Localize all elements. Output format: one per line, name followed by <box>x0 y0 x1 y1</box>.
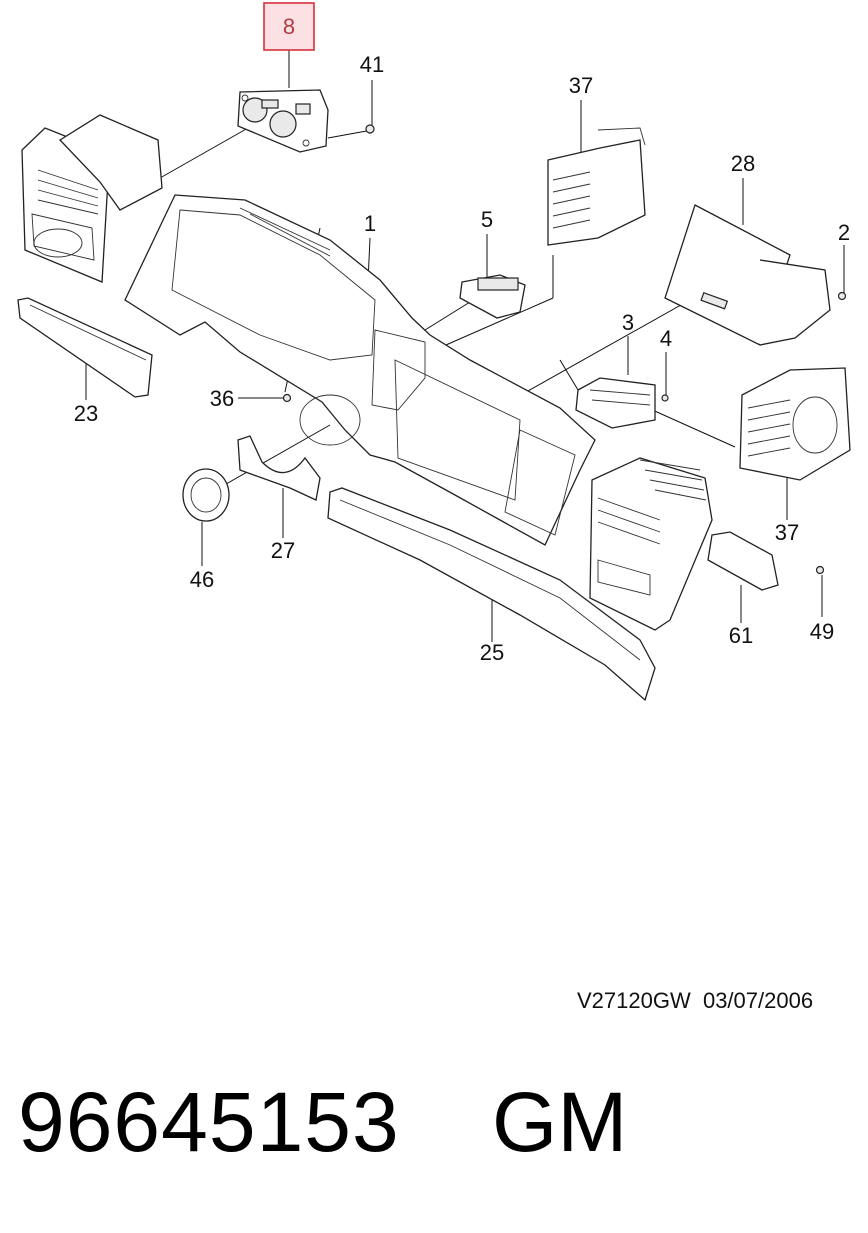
callout-3[interactable]: 3 <box>622 310 634 335</box>
callout-8[interactable]: 8 <box>283 14 295 39</box>
callout-36[interactable]: 36 <box>210 386 234 411</box>
part-5-switch <box>459 274 526 319</box>
callout-49[interactable]: 49 <box>810 619 834 644</box>
exploded-parts-diagram: 8 41 37 28 1 5 2 3 4 23 36 37 27 46 61 4… <box>17 2 851 702</box>
callout-labels: 8 41 37 28 1 5 2 3 4 23 36 37 27 46 61 4… <box>74 14 850 665</box>
callout-23[interactable]: 23 <box>74 401 98 426</box>
brand-label: GM <box>492 1075 628 1169</box>
right-side-vent-assembly <box>589 457 713 631</box>
callout-25[interactable]: 25 <box>480 640 504 665</box>
callout-28[interactable]: 28 <box>731 151 755 176</box>
callout-5[interactable]: 5 <box>481 207 493 232</box>
part-36-screw <box>282 393 292 403</box>
highlight-box-8 <box>263 2 315 51</box>
part-61-switch <box>707 531 779 591</box>
part-37-center-vent-upper <box>547 127 646 246</box>
part-23-left-trim <box>17 297 153 398</box>
callout-2[interactable]: 2 <box>838 220 850 245</box>
callout-1[interactable]: 1 <box>364 211 376 236</box>
callout-4[interactable]: 4 <box>660 326 672 351</box>
callout-61[interactable]: 61 <box>729 623 753 648</box>
part-8-switch-module <box>237 89 329 153</box>
part-37-right-vent-lower <box>739 367 851 481</box>
callout-37-upper[interactable]: 37 <box>569 73 593 98</box>
part-49-screw <box>815 565 825 575</box>
callout-46[interactable]: 46 <box>190 567 214 592</box>
part-1-instrument-panel <box>124 194 596 546</box>
part-number: 96645153 <box>18 1075 400 1169</box>
leader-lines <box>85 50 845 642</box>
callout-27[interactable]: 27 <box>271 538 295 563</box>
part-4-switch-block <box>575 377 669 429</box>
left-side-vent-assembly <box>21 114 163 283</box>
part-27-column-cover <box>237 435 321 501</box>
part-46-ring-bezel <box>182 468 230 522</box>
part-25-lower-trim <box>327 487 656 702</box>
part-28-glovebox <box>664 204 831 346</box>
callout-41[interactable]: 41 <box>360 52 384 77</box>
diagram-reference-code: V27120GW 03/07/2006 <box>577 988 814 1013</box>
part-2-screw <box>837 291 847 301</box>
part-41-screw <box>365 124 375 134</box>
callout-37-lower[interactable]: 37 <box>775 520 799 545</box>
